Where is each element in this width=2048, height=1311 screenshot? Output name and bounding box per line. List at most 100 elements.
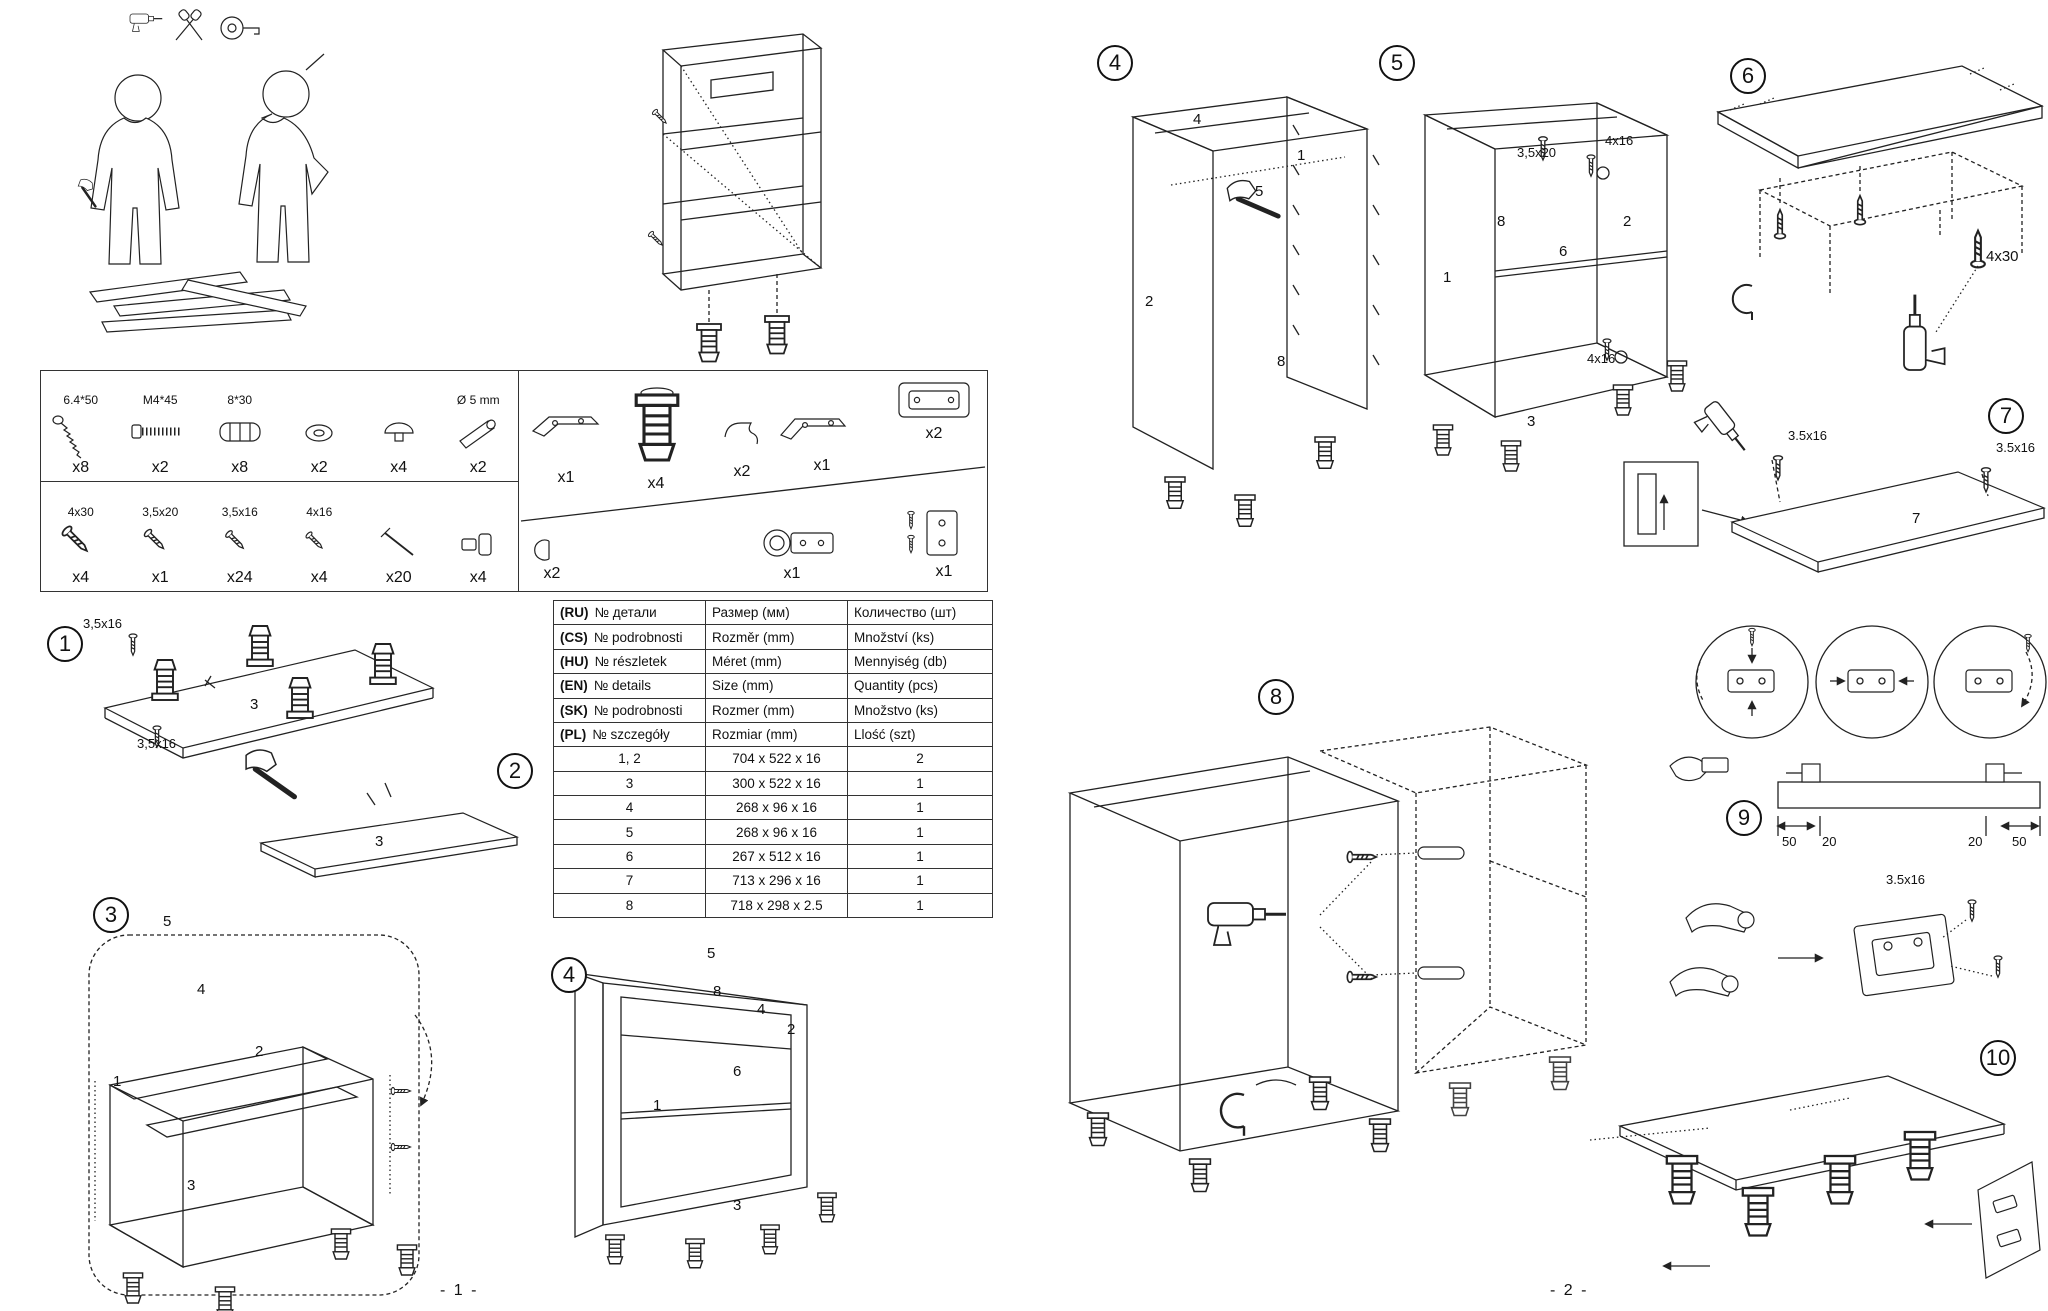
sleeve-icon [461, 533, 492, 556]
hardware-label: 4x30 [67, 505, 94, 519]
hardware-item: 8*30 x8 [200, 371, 280, 481]
step-number: 1 [58, 631, 72, 656]
hardware-qty: x4 [72, 569, 90, 586]
hardware-label: Ø 5 mm [456, 392, 500, 407]
step-number: 6 [1741, 63, 1755, 88]
hardware-qty: x8 [231, 458, 249, 476]
col-details: № podrobnosti [593, 702, 683, 718]
step-number: 2 [508, 758, 522, 783]
screwdriver-icons [175, 9, 203, 41]
col-size: Rozmiar (mm) [705, 721, 848, 748]
step-number-badge: 7 [1988, 398, 2024, 434]
exploded-frame [625, 22, 865, 382]
step-number-badge: 4 [1097, 45, 1133, 81]
part-label: 3 [375, 833, 384, 850]
hardware-item: 3,5x20 x1 [121, 482, 201, 592]
drill-icon [129, 13, 163, 32]
hinge-detail-drawing [1695, 625, 2047, 739]
screw-size-label: 4x30 [1986, 248, 2019, 265]
nail-icon [380, 527, 414, 556]
pin-icon [459, 419, 497, 449]
part-number: 6 [553, 843, 706, 870]
part-size: 267 x 512 x 16 [705, 843, 848, 870]
intro-figures [38, 40, 378, 352]
part-label: 3 [1527, 413, 1536, 430]
step-8-drawing [1067, 726, 1589, 1193]
step-number: 8 [1269, 684, 1283, 709]
part-label: 2 [1623, 213, 1632, 230]
part-size: 718 x 298 x 2.5 [705, 892, 848, 918]
people-illustration [72, 53, 329, 333]
col-size: Rozměr (mm) [705, 624, 848, 650]
lang-code: (PL) [560, 727, 587, 743]
screw-size-label: 3.5x16 [1788, 428, 1828, 443]
hardware-item: x4 [439, 482, 519, 592]
page-2-footer: - 2 - [1550, 1282, 1589, 1299]
hardware-right-block: x1 x4 x2 x1 x2 x2 x1 x1 [519, 371, 987, 591]
hardware-item: x1 [541, 467, 591, 487]
hardware-item: x4 [631, 473, 681, 493]
lang-code: (RU) [560, 605, 589, 621]
part-label: 6 [1559, 243, 1568, 260]
screw-size-label: 3,5x16 [137, 736, 177, 751]
part-number: 7 [553, 868, 706, 894]
leg-icon [764, 315, 790, 355]
part-label: 4 [1193, 111, 1202, 128]
step-9-drawing [1669, 756, 2041, 836]
step-9: 9 50 20 20 50 [1650, 740, 2048, 852]
step-4b-drawing [1130, 96, 1380, 527]
step-2-drawing [225, 735, 520, 879]
hardware-qty: x4 [469, 569, 487, 586]
part-qty: 1 [847, 868, 993, 894]
step-number: 9 [1737, 805, 1751, 830]
hinge-detail-views [1690, 612, 2048, 754]
hardware-item: x2 [527, 563, 577, 583]
step-number: 10 [1985, 1045, 2011, 1070]
part-qty: 1 [847, 819, 993, 845]
col-qty: Mennyiség (db) [847, 648, 993, 675]
step-number-badge: 6 [1730, 58, 1766, 94]
hardware-qty: x24 [226, 569, 253, 586]
col-qty: Llość (szt) [847, 721, 993, 748]
step-number: 7 [1999, 403, 2013, 428]
screw-icon [223, 528, 247, 552]
boards-stack [88, 271, 307, 333]
dimension-label: 50 [1782, 834, 1797, 849]
step-8: 8 [1020, 665, 1610, 1260]
col-details: № részletek [594, 653, 667, 669]
step-1: 1 3,5x16 3,5x16 3 [45, 608, 465, 803]
part-label: 2 [1145, 293, 1154, 310]
lang-code: (HU) [560, 653, 589, 669]
step-6-drawing [1716, 65, 2044, 372]
hardware-item: 6.4*50 x8 [41, 371, 121, 481]
part-label: 2 [787, 1021, 796, 1038]
step-number: 4 [1108, 50, 1122, 75]
screw-size-label: 4x16 [1587, 351, 1616, 366]
hardware-right-art [520, 382, 986, 561]
dimension-label: 20 [1968, 834, 1983, 849]
screw-size-label: 4x16 [1605, 133, 1634, 148]
hardware-qty: x1 [151, 569, 169, 586]
step-5: 5 3,5x20 4x16 8 2 6 1 4x16 3 [1355, 45, 1710, 475]
dimension-label: 50 [2012, 834, 2027, 849]
step-number: 4 [562, 962, 576, 987]
hardware-qty: x1 [813, 457, 831, 474]
person-left [72, 74, 180, 265]
step-1-drawing [103, 625, 435, 759]
part-label: 6 [733, 1063, 742, 1080]
hardware-label: 6.4*50 [63, 392, 99, 407]
screw-size-label: 3,5x16 [83, 616, 123, 631]
part-label: 8 [713, 983, 722, 1000]
part-size: 704 x 522 x 16 [705, 746, 848, 772]
step-number: 5 [1390, 50, 1404, 75]
part-size: 268 x 96 x 16 [705, 794, 848, 821]
part-label: 3 [250, 696, 259, 713]
step-6: 6 [1700, 50, 2048, 435]
hardware-qty: x2 [469, 458, 487, 476]
lang-code: (EN) [560, 678, 588, 694]
part-label: 4 [757, 1001, 766, 1018]
